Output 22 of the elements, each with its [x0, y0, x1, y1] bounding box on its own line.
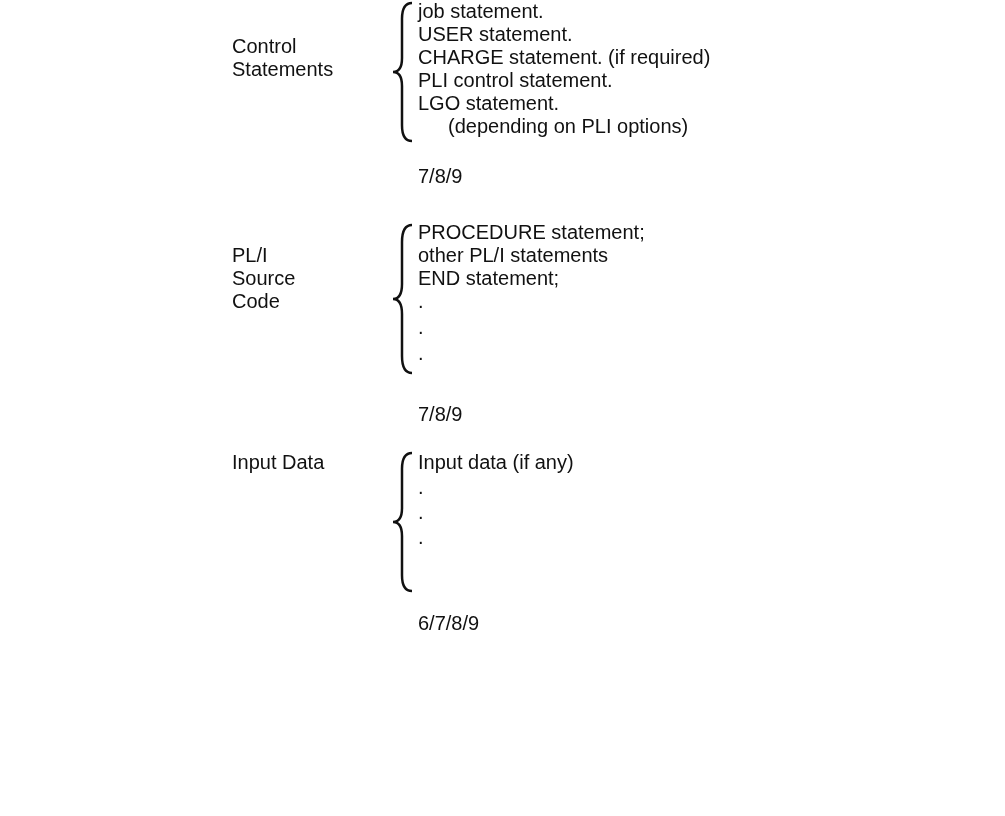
card-code: 7/8/9 [418, 165, 463, 188]
statement-text: Input data (if any) [418, 451, 574, 474]
statement-text: USER statement. [418, 23, 573, 46]
statement-text: other PL/I statements [418, 244, 609, 267]
statement-text: (depending on PLI options) [448, 115, 689, 138]
section-heading: Input Data [232, 451, 326, 474]
card-code: 6/7/8/9 [418, 612, 480, 635]
statement-text: job statement. [418, 0, 544, 23]
ellipsis-dot: . [418, 316, 424, 339]
ellipsis-dot: . [418, 290, 424, 313]
statement-text: PROCEDURE statement; [418, 221, 645, 244]
statement-text: END statement; [418, 267, 560, 290]
section-heading: Control Statements [232, 35, 335, 81]
ellipsis-dot: . [418, 501, 424, 524]
card-code: 7/8/9 [418, 403, 463, 426]
section-heading: PL/I Source Code [232, 244, 297, 313]
statement-text: LGO statement. [418, 92, 560, 115]
statement-text: PLI control statement. [418, 69, 613, 92]
ellipsis-dot: . [418, 342, 424, 365]
ellipsis-dot: . [418, 476, 424, 499]
statement-text: CHARGE statement. (if required) [418, 46, 711, 69]
ellipsis-dot: . [418, 526, 424, 549]
